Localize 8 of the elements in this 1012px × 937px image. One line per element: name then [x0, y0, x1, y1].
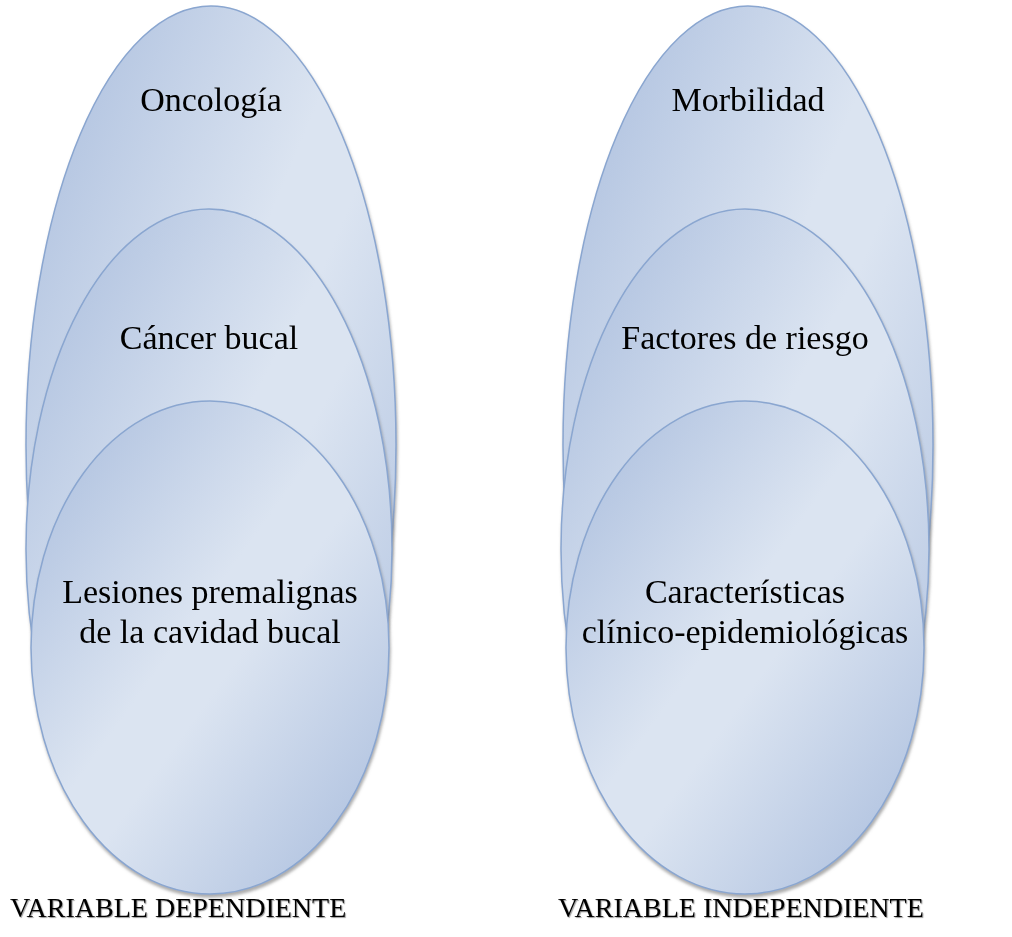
ellipse-label: Cáncer bucal: [119, 318, 299, 358]
variable-caption: VARIABLE DEPENDIENTE: [10, 892, 347, 924]
ellipse-label: Lesiones premalignas de la cavidad bucal: [61, 572, 359, 652]
ellipse-label: Morbilidad: [671, 80, 825, 120]
ellipse-label: Características clínico-epidemiológicas: [580, 572, 910, 652]
ellipse-label: Oncología: [140, 80, 282, 120]
ellipse-label: Factores de riesgo: [621, 318, 869, 358]
variable-caption: VARIABLE INDEPENDIENTE: [558, 892, 924, 924]
